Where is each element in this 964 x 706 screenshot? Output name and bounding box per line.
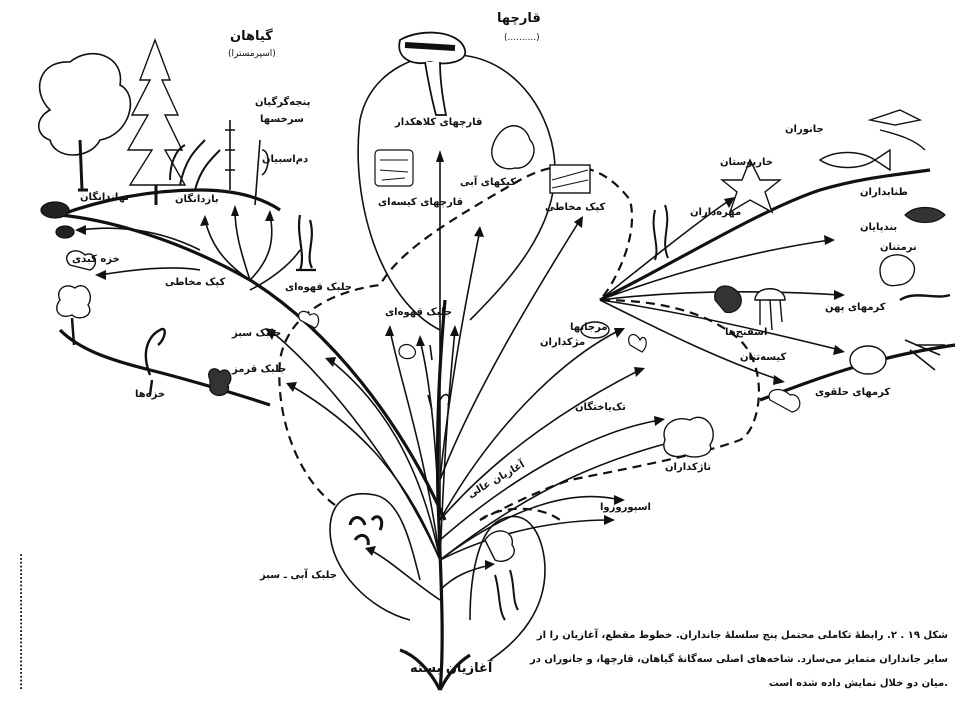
echinoderms-label: خارپوستان bbox=[720, 157, 773, 168]
monera-cell-left bbox=[330, 494, 420, 620]
club-moss-icon bbox=[255, 140, 268, 205]
water-molds-label: کپکهای آبی bbox=[460, 175, 516, 188]
brown-algae-icon bbox=[296, 215, 316, 270]
mollusks-label: نرمتنان bbox=[880, 242, 917, 253]
ciliates-label: مژکداران bbox=[540, 337, 585, 348]
amoeba-icon bbox=[664, 417, 713, 457]
brown-algae-label: جلبک قهوه‌ای bbox=[385, 307, 452, 318]
plants-title: گیاهان bbox=[230, 28, 273, 44]
cyanobacteria-icon bbox=[485, 531, 514, 561]
sporozoa-label: اسپوروزوا bbox=[600, 502, 651, 513]
coelenterates-label: کیسه‌تنان bbox=[740, 352, 786, 363]
ferns-label: سرخسها bbox=[260, 114, 304, 125]
liverworts-label: خزه کبدی bbox=[72, 254, 120, 265]
plants-subtitle: (اسپرمسترا) bbox=[228, 49, 276, 59]
animals-title: جانوران bbox=[785, 124, 824, 135]
organism-sketches bbox=[39, 33, 950, 620]
insect-icon bbox=[905, 208, 945, 223]
worm-icon bbox=[900, 295, 950, 300]
caption-line-1: شکل ۱۹ . ۲. رابطهٔ تکاملی محتمل پنج سلسل… bbox=[536, 628, 948, 641]
ascomycete-icon bbox=[375, 150, 413, 186]
red-algae-label: جلبک قرمز bbox=[231, 364, 286, 375]
bacteria-cluster-icon bbox=[350, 517, 382, 545]
roundworms-label: کرمهای حلقوی bbox=[815, 387, 890, 398]
root-label: آغازیان بسته bbox=[410, 659, 493, 676]
sporozoa-icon bbox=[769, 390, 800, 412]
green-algae-label: جلبک سبز bbox=[231, 328, 281, 339]
red-algae-icon bbox=[209, 369, 231, 396]
vertebrates-label: مهره‌داران bbox=[690, 207, 741, 218]
seaweed-icon bbox=[146, 329, 165, 395]
angiosperms-label: نهاندانگان bbox=[80, 190, 129, 203]
labels: گیاهان (اسپرمسترا) قارچها (..........) ج… bbox=[72, 11, 917, 676]
mosses-label: خزه‌ها bbox=[135, 389, 165, 400]
figure-caption: شکل ۱۹ . ۲. رابطهٔ تکاملی محتمل پنج سلسل… bbox=[529, 628, 948, 689]
sponge-icon bbox=[715, 286, 742, 313]
blue-green-algae-label: جلبک آبی ـ سبز bbox=[259, 568, 337, 581]
fish-icon bbox=[820, 150, 890, 170]
deciduous-tree-icon bbox=[39, 54, 131, 155]
shrub-icon bbox=[57, 286, 91, 318]
fungi-title: قارچها bbox=[497, 11, 541, 26]
margin-note: .................................... bbox=[14, 553, 25, 690]
caption-line-3: میان دو خلال نمایش داده شده است. bbox=[769, 678, 948, 689]
horsetail-icon bbox=[225, 120, 235, 190]
ciliate-icon bbox=[629, 335, 647, 352]
caption-line-2: سایر جانداران متمایز می‌سازد. شاخه‌های ا… bbox=[529, 652, 948, 665]
protozoa-label: تک‌یاختگان bbox=[575, 400, 626, 413]
gymnosperms-label: بازدانگان bbox=[175, 192, 219, 205]
water-mold-icon bbox=[492, 126, 534, 169]
ascomycetes-label: قارچهای کیسه‌ای bbox=[378, 197, 463, 208]
arthropods-label: بندپایان bbox=[860, 222, 897, 233]
horsetails-label: دم‌اسبیان bbox=[262, 154, 308, 165]
fungi-boundary bbox=[358, 54, 555, 330]
snail-icon bbox=[880, 255, 914, 286]
slime-molds-label: کپک مخاطی bbox=[545, 202, 605, 213]
club-mosses-label: پنجه‌گرگیان bbox=[255, 95, 311, 108]
bird-icon bbox=[870, 110, 925, 150]
euglena-icon bbox=[399, 345, 415, 359]
jellyfish-icon bbox=[755, 289, 785, 330]
moss-cluster-icon bbox=[41, 202, 69, 218]
fungi-subtitle: (..........) bbox=[504, 33, 540, 43]
club-fungi-label: قارچهای کلاهکدار bbox=[394, 117, 482, 128]
brown-algae-label-2: جلبک قهوه‌ای bbox=[285, 282, 352, 293]
chordates-label: طنابداران bbox=[860, 187, 908, 198]
cnidarians-label: مرجانها bbox=[570, 322, 608, 333]
flatworms-label: کرمهای پهن bbox=[825, 302, 886, 313]
squid-icon bbox=[905, 340, 945, 370]
flagellates-label: تاژکداران bbox=[665, 462, 711, 473]
radiating-arrows bbox=[80, 155, 840, 600]
sponges-label: اسفنج‌ها bbox=[725, 327, 767, 338]
pine-tree-icon bbox=[128, 40, 185, 185]
shell-icon bbox=[850, 346, 886, 374]
slime-label-2: کپک مخاطی bbox=[165, 277, 225, 288]
